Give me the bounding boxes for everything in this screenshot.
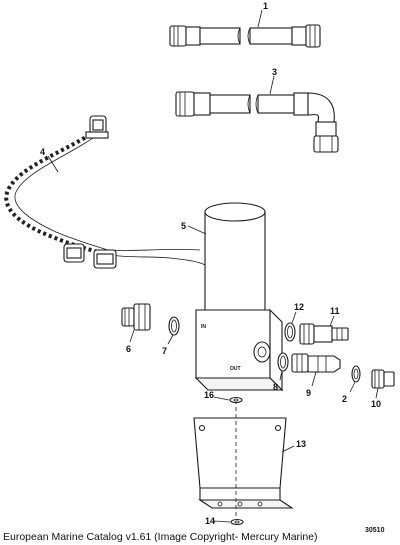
callout-1: 1: [263, 1, 268, 11]
part-16-washer: [229, 396, 243, 404]
image-caption: European Marine Catalog v1.61 (Image Cop…: [3, 531, 318, 543]
part-11-straight-fitting: [299, 323, 349, 345]
part-14-washer: [230, 518, 244, 526]
callout-12: 12: [294, 302, 304, 312]
callout-3: 4: [40, 147, 45, 157]
callout-14: 14: [205, 516, 215, 526]
part-6-o-ring: [168, 316, 180, 336]
part-9-fitting: [371, 369, 395, 389]
callout-4: 5: [181, 221, 186, 231]
part-3-wiring-harness: [4, 115, 206, 269]
callout-9: 10: [371, 399, 381, 409]
callout-6: 7: [162, 346, 167, 356]
callout-2: 3: [272, 67, 277, 77]
callout-10: 2: [342, 394, 347, 404]
part-5-fitting: [121, 303, 151, 331]
callout-5: 6: [126, 344, 131, 354]
part-13-mounting-bracket: [193, 400, 294, 518]
part-10-o-ring: [351, 365, 361, 383]
part-7-o-ring: [277, 352, 289, 372]
pump-outlet-marking: OUT: [230, 366, 241, 372]
part-8-barbed-fitting: [291, 353, 341, 373]
callout-8: 9: [306, 388, 311, 398]
part-12-o-ring: [284, 322, 296, 342]
part-4-fuel-pump: IN OUT: [194, 202, 284, 392]
figure-number: 30510: [365, 527, 385, 534]
pump-inlet-marking: IN: [201, 324, 206, 330]
callout-13: 13: [296, 439, 306, 449]
callout-16: 16: [204, 390, 214, 400]
callout-11: 11: [330, 306, 340, 316]
callout-7: 8: [273, 382, 278, 392]
part-2-elbow-hose: [175, 91, 339, 153]
part-1-straight-hose: [169, 24, 321, 48]
